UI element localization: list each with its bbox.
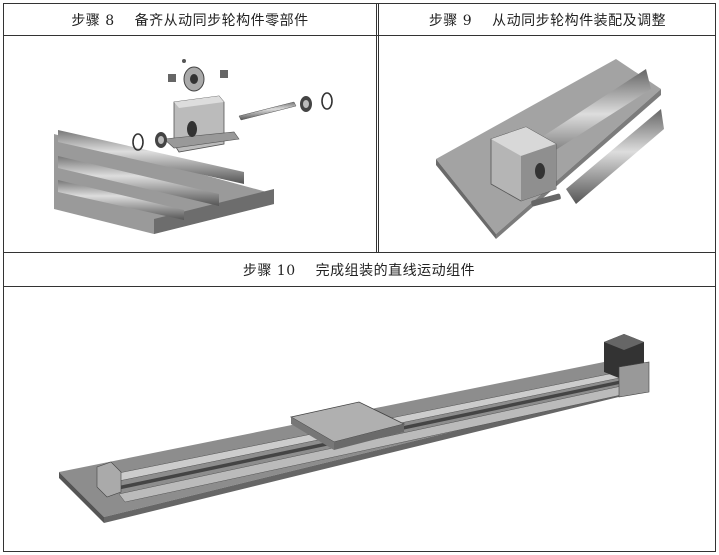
step-10-title: 完成组装的直线运动组件 [315, 262, 476, 279]
row-divider-bottom-header [4, 286, 715, 287]
step-9-title: 从动同步轮构件装配及调整 [492, 12, 667, 29]
step-10-illustration [59, 334, 650, 523]
step-8-illustration [54, 59, 333, 234]
step-8-title: 备齐从动同步轮构件零部件 [134, 12, 309, 29]
step-8-label: 步骤 8 [71, 12, 115, 29]
column-divider [376, 4, 379, 252]
step-10-header: 步骤 10 完成组装的直线运动组件 [4, 253, 714, 286]
step-9-header: 步骤 9 从动同步轮构件装配及调整 [380, 4, 715, 35]
assembly-steps-table: 步骤 8 备齐从动同步轮构件零部件 步骤 9 从动同步轮构件装配及调整 步骤 1… [3, 3, 716, 552]
step-10-label: 步骤 10 [242, 262, 296, 279]
row-divider-top [4, 35, 715, 36]
step-9-illustration [436, 59, 664, 239]
step-8-header: 步骤 8 备齐从动同步轮构件零部件 [4, 4, 376, 35]
step-9-label: 步骤 9 [428, 12, 473, 29]
row-divider-middle [4, 252, 715, 253]
